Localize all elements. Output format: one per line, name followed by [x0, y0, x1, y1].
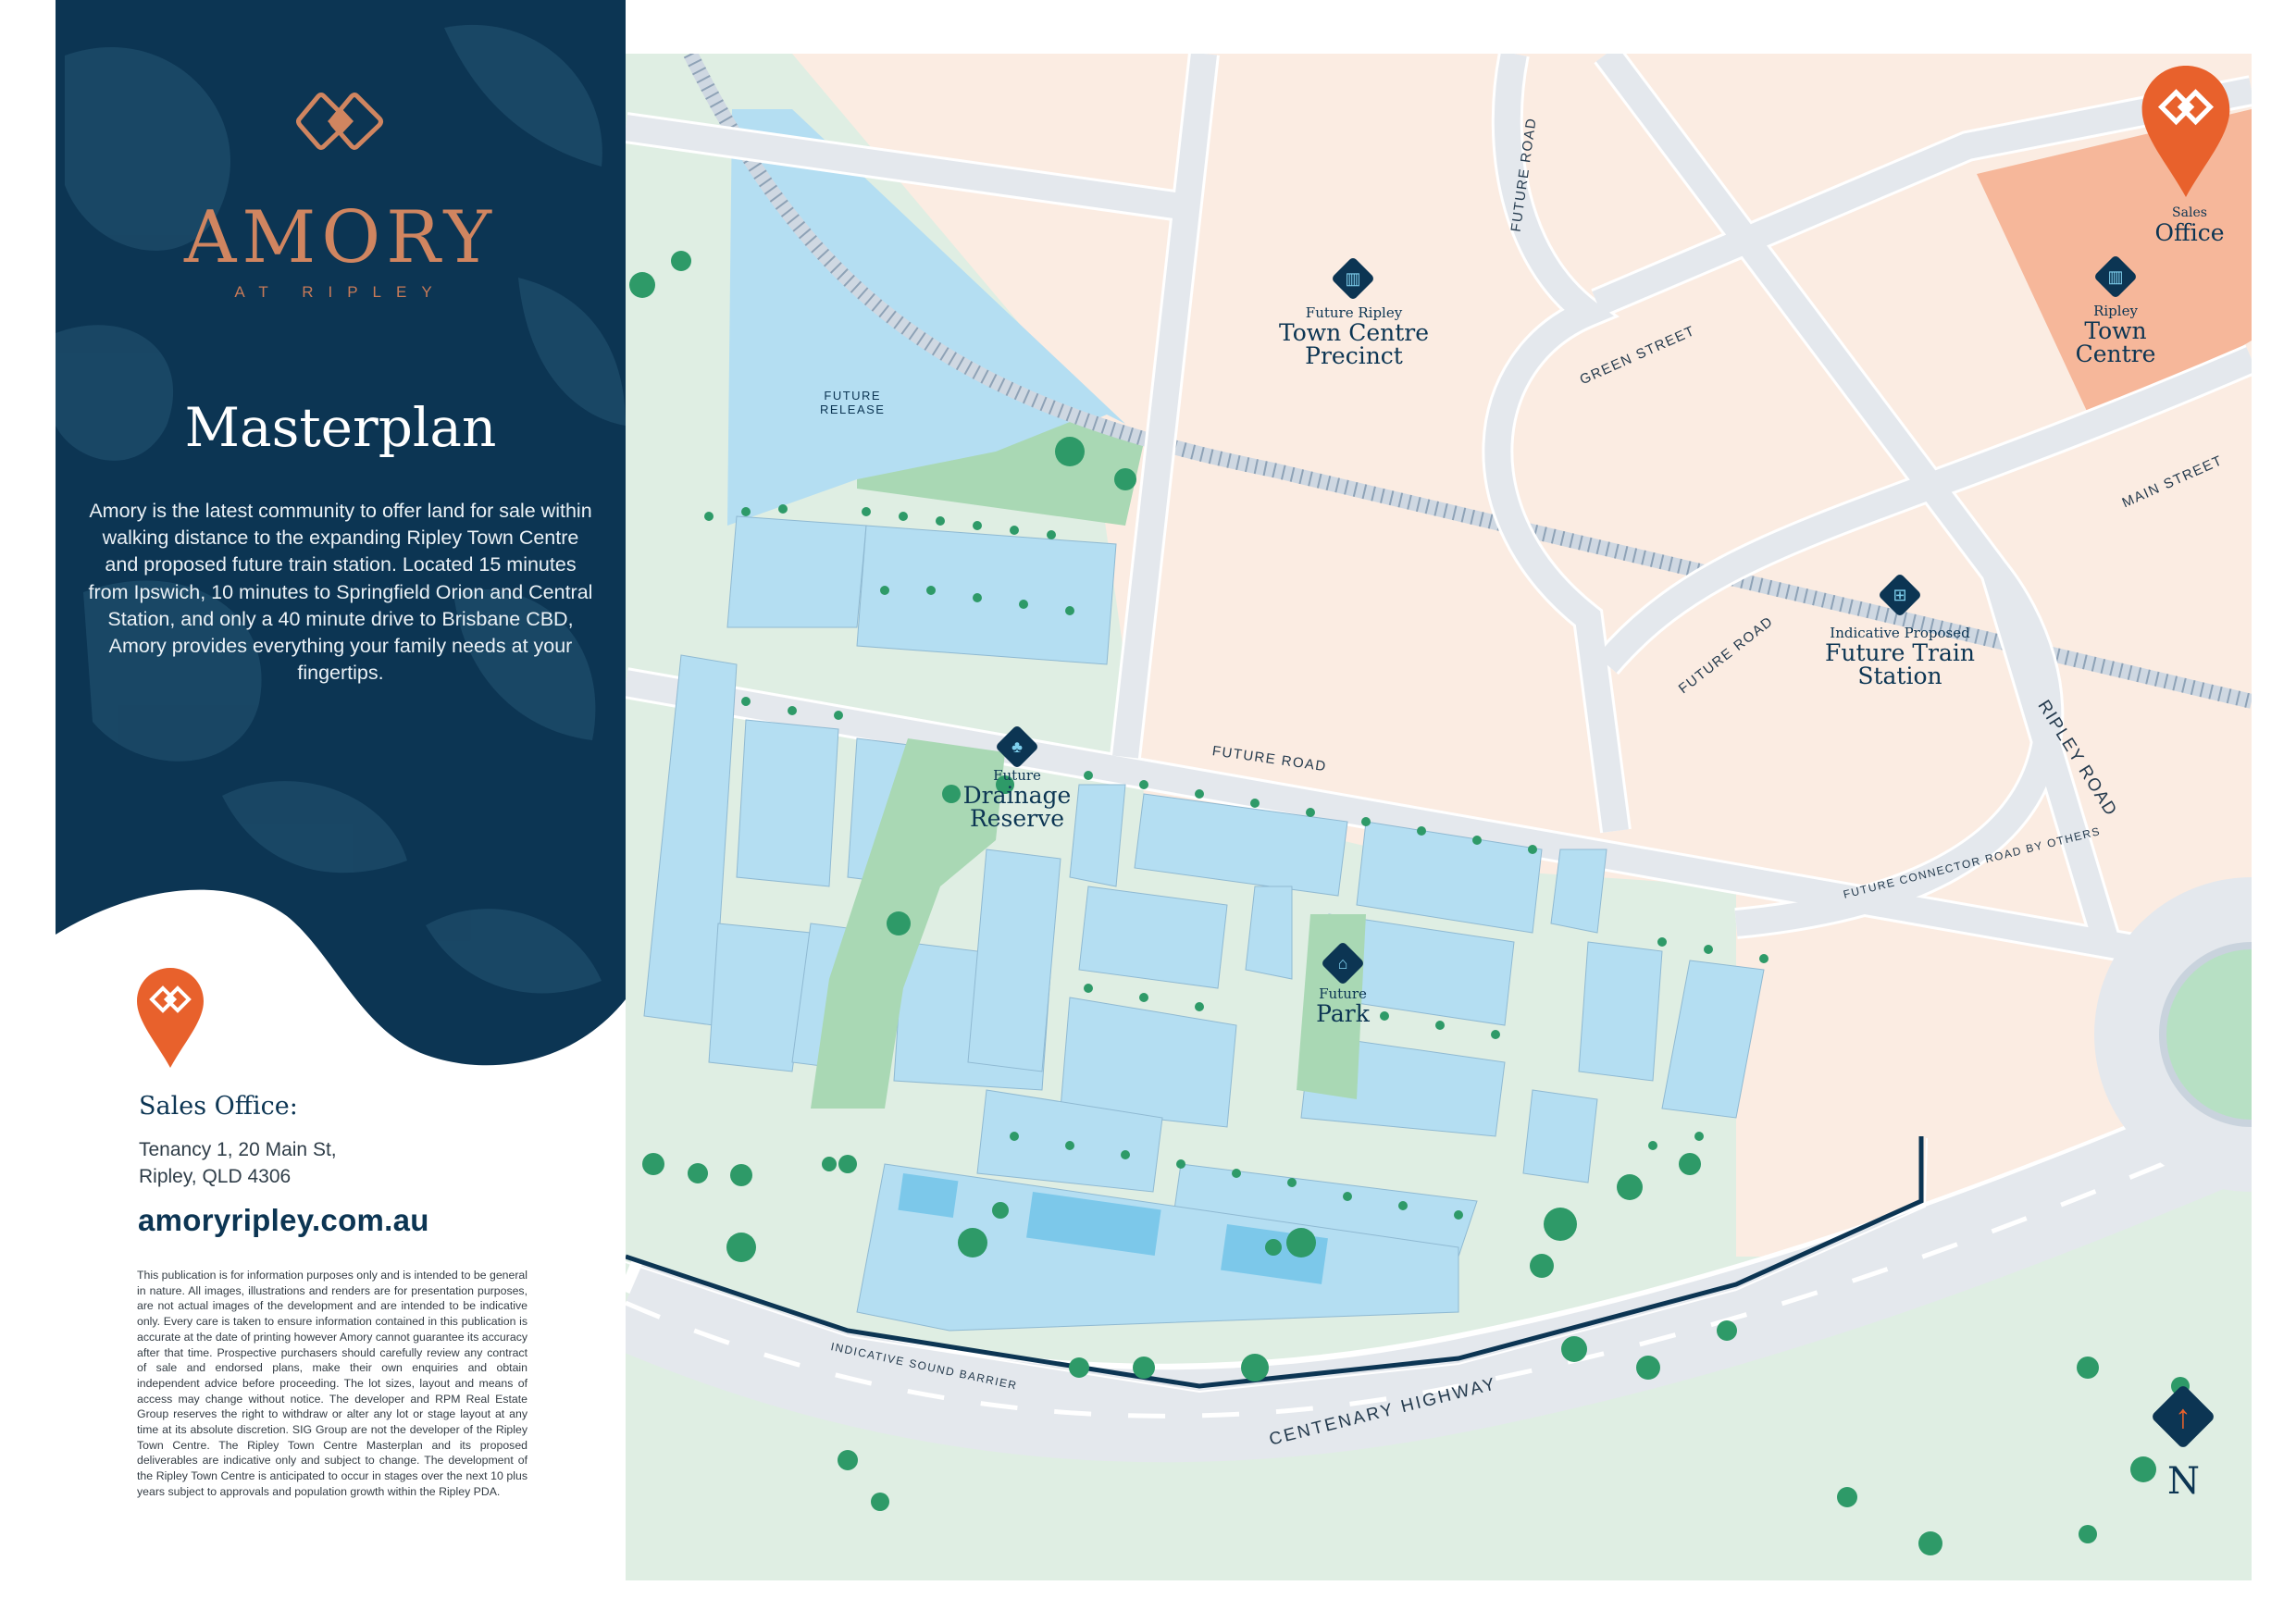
town-centre-precinct-label[interactable]: Future Ripley Town Centre Precinct [1278, 304, 1430, 369]
masterplan-map: FUTURE RELEASE ▥ Future Ripley Town Cent… [626, 54, 2252, 1580]
address-line-2: Ripley, QLD 4306 [139, 1166, 292, 1187]
map-canvas [626, 54, 2252, 1555]
page-title: Masterplan [184, 396, 497, 459]
building-icon: ▥ [1330, 255, 1376, 302]
train-icon: ⊞ [1877, 572, 1923, 618]
building-icon: ▥ [2092, 254, 2139, 300]
tree-icon: ♣ [994, 724, 1040, 770]
park-label[interactable]: Future Park [1316, 985, 1370, 1027]
amory-logo-icon [296, 93, 383, 150]
address-line-1: Tenancy 1, 20 Main St, [139, 1139, 337, 1160]
brand-panel: AMORY AT RIPLEY Masterplan Amory is the … [56, 0, 626, 1092]
drainage-reserve-label[interactable]: Future Drainage Reserve [962, 767, 1072, 832]
train-station-label[interactable]: Indicative Proposed Future Train Station [1825, 625, 1975, 689]
intro-paragraph: Amory is the latest community to offer l… [88, 500, 593, 685]
website-link[interactable]: amoryripley.com.au [138, 1203, 429, 1237]
north-arrow-icon: ↑ [2150, 1383, 2216, 1450]
sales-office-address: Tenancy 1, 20 Main St, Ripley, QLD 4306 [139, 1136, 337, 1190]
future-release-label: FUTURE RELEASE [820, 389, 886, 416]
playground-icon: ⌂ [1320, 940, 1366, 986]
brand-subtitle: AT RIPLEY [234, 283, 447, 301]
disclaimer-text: This publication is for information purp… [137, 1269, 527, 1498]
compass-north-label: N [2167, 1460, 2200, 1503]
sales-office-heading: Sales Office: [139, 1092, 298, 1121]
brand-logo-mark [56, 93, 626, 155]
sales-office-pin-icon [135, 966, 205, 1074]
brand-name: AMORY [184, 196, 497, 279]
ripley-town-centre-label[interactable]: Ripley Town Centre [2075, 303, 2156, 367]
panel-background [56, 0, 626, 1066]
sales-office-map-label: Sales Office [2154, 205, 2225, 246]
